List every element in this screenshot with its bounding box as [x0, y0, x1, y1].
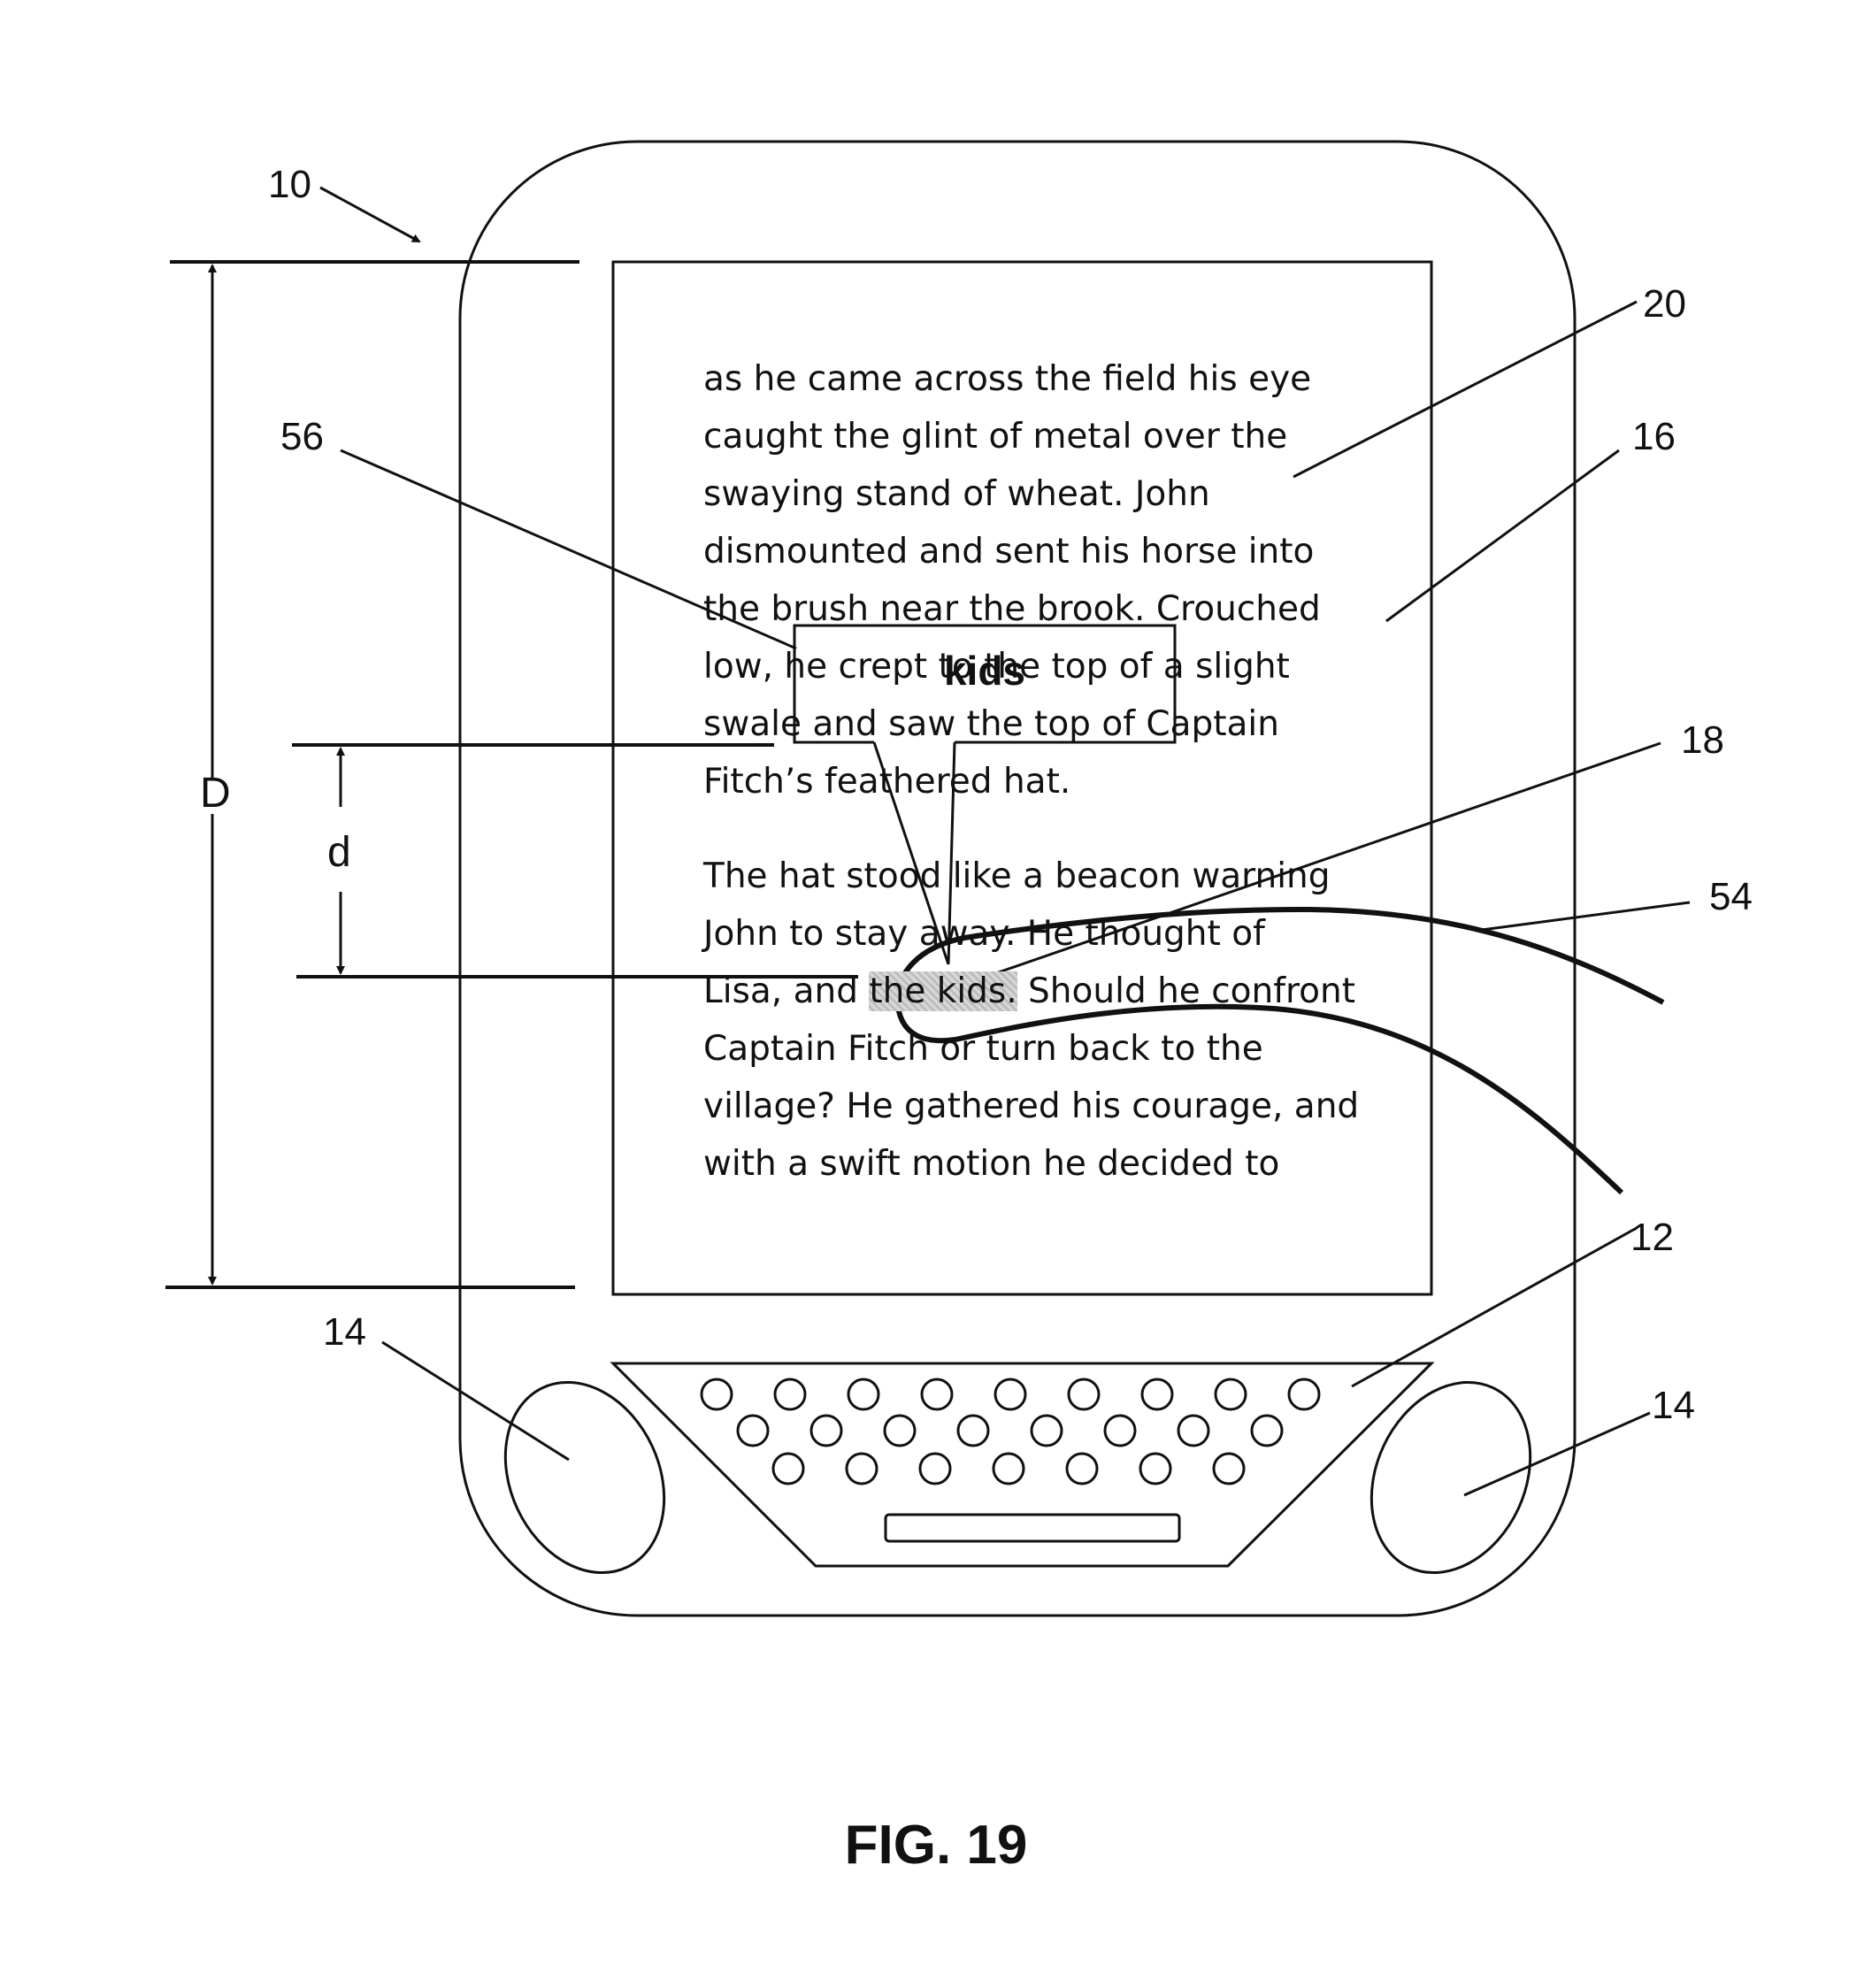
keypad-key[interactable] [922, 1379, 952, 1409]
leader-18 [991, 743, 1661, 975]
display-screen [613, 262, 1431, 1294]
leader-14-left [382, 1342, 569, 1460]
popup-callout [794, 626, 1175, 964]
keypad-key[interactable] [958, 1416, 988, 1446]
keypad-key[interactable] [773, 1454, 803, 1484]
leader-16 [1386, 450, 1619, 621]
left-button[interactable] [476, 1356, 694, 1599]
keypad-key[interactable] [994, 1454, 1024, 1484]
leader-20 [1293, 302, 1637, 477]
keypad-key[interactable] [848, 1379, 878, 1409]
leader-12 [1352, 1229, 1635, 1386]
leader-10 [320, 188, 419, 242]
keypad-key[interactable] [1178, 1416, 1208, 1446]
right-button[interactable] [1342, 1356, 1561, 1599]
keypad-key[interactable] [1067, 1454, 1097, 1484]
keypad-key[interactable] [995, 1379, 1025, 1409]
keypad-key[interactable] [920, 1454, 950, 1484]
device-body [460, 142, 1575, 1616]
spacebar[interactable] [886, 1515, 1179, 1541]
keypad-key[interactable] [811, 1416, 841, 1446]
keypad-key[interactable] [1142, 1379, 1172, 1409]
keypad-key[interactable] [885, 1416, 915, 1446]
keypad-key[interactable] [1214, 1454, 1244, 1484]
leader-54 [1482, 902, 1690, 930]
keypad-keys [702, 1379, 1319, 1484]
keypad-key[interactable] [775, 1379, 805, 1409]
keypad-key[interactable] [702, 1379, 732, 1409]
leader-56 [341, 450, 796, 649]
leader-14-right [1464, 1413, 1650, 1495]
keypad-key[interactable] [738, 1416, 768, 1446]
keypad-key[interactable] [847, 1454, 877, 1484]
keypad-key[interactable] [1216, 1379, 1246, 1409]
keypad-key[interactable] [1105, 1416, 1135, 1446]
keypad-key[interactable] [1289, 1379, 1319, 1409]
keypad-key[interactable] [1032, 1416, 1062, 1446]
keypad-key[interactable] [1252, 1416, 1282, 1446]
keypad-key[interactable] [1140, 1454, 1170, 1484]
keypad-key[interactable] [1069, 1379, 1099, 1409]
finger-outline [897, 910, 1663, 1193]
